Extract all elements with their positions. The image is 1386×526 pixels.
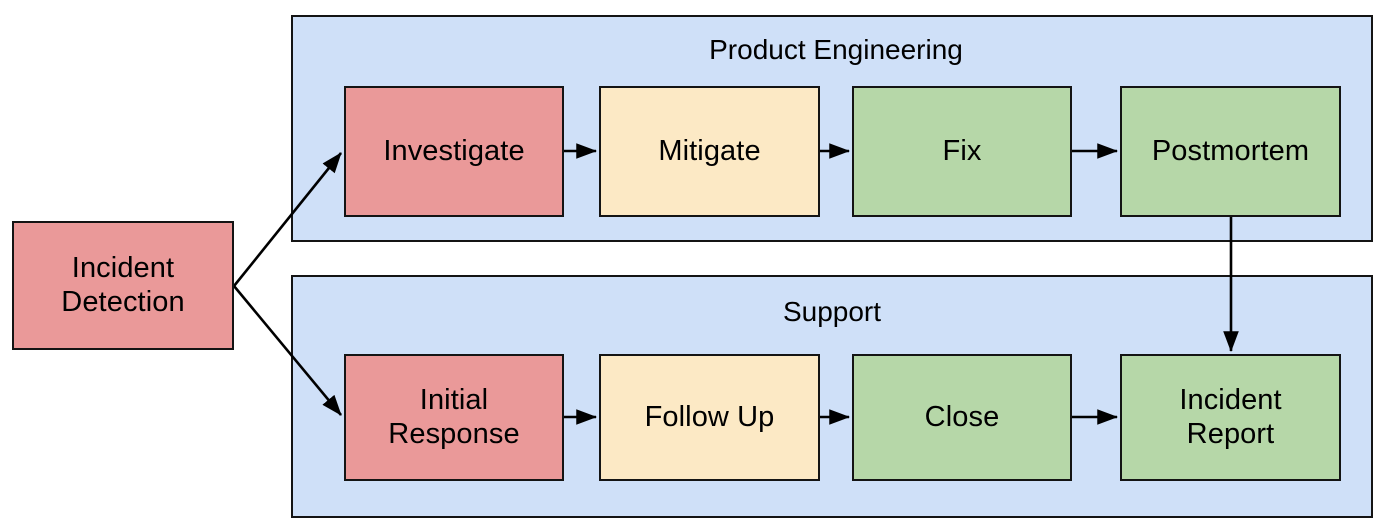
node-follow-up[interactable]: Follow Up — [599, 354, 820, 481]
node-postmortem[interactable]: Postmortem — [1120, 86, 1341, 217]
node-fix[interactable]: Fix — [852, 86, 1072, 217]
node-incident-report[interactable]: Incident Report — [1120, 354, 1341, 481]
swimlane-product-engineering-label: Product Engineering — [709, 34, 963, 65]
node-mitigate[interactable]: Mitigate — [599, 86, 820, 217]
node-initial-response[interactable]: Initial Response — [344, 354, 564, 481]
node-close[interactable]: Close — [852, 354, 1072, 481]
edge-detection-investigate — [232, 152, 343, 287]
edge-detection-initial-response — [232, 285, 343, 416]
node-incident-detection[interactable]: Incident Detection — [12, 221, 234, 350]
node-investigate[interactable]: Investigate — [344, 86, 564, 217]
swimlane-support-label: Support — [782, 296, 882, 327]
